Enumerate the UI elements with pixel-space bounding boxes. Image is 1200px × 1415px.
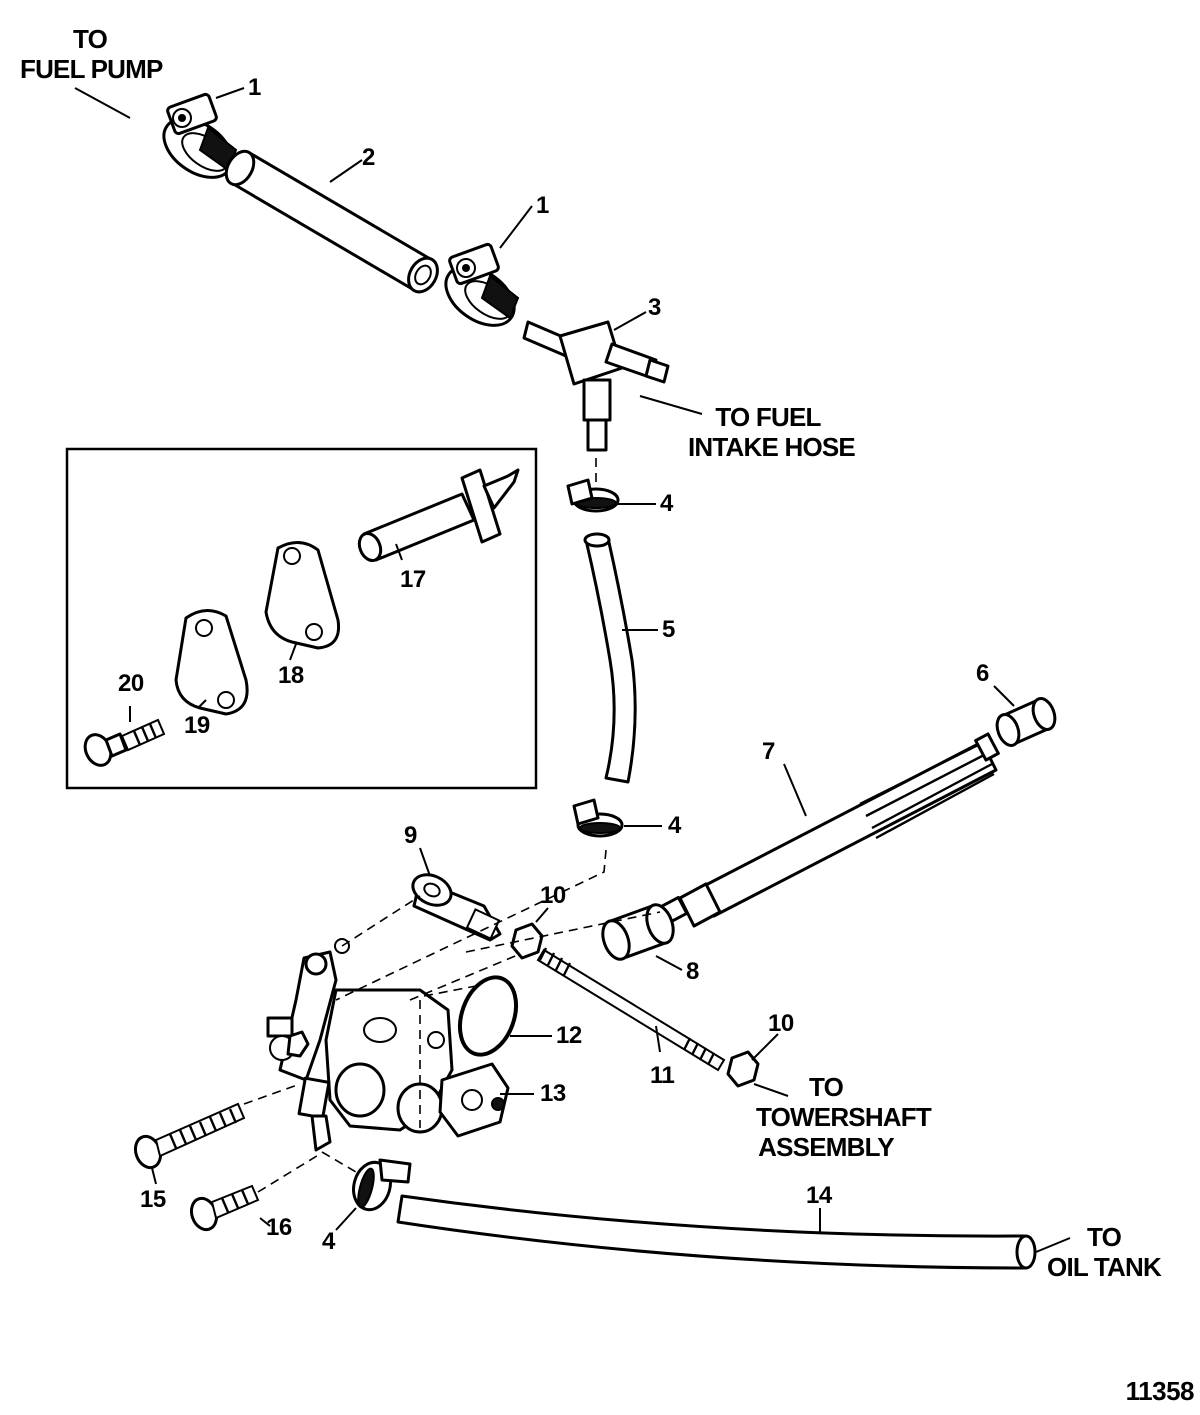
callout-17: 17: [400, 566, 426, 593]
callout-3: 3: [648, 294, 661, 321]
callout-9: 9: [404, 822, 417, 849]
inset-box: [65, 447, 538, 790]
hose-clamp-1-lower: [444, 242, 520, 327]
callout-20: 20: [118, 670, 144, 697]
assembly-lines: [243, 458, 661, 1193]
callout-4-lower: 4: [322, 1228, 335, 1255]
cover-plate-19: [174, 609, 249, 716]
callout-4-upper: 4: [660, 490, 673, 517]
callout-10-upper: 10: [540, 882, 566, 909]
stud-11: [536, 947, 726, 1072]
callout-18: 18: [278, 662, 304, 689]
bushing-6: [995, 697, 1057, 747]
callout-16: 16: [266, 1214, 292, 1241]
note-to-oil-tank: TO OIL TANK: [1046, 1222, 1162, 1282]
callout-13: 13: [540, 1080, 566, 1107]
note-line: OIL TANK: [1047, 1252, 1162, 1282]
callout-1-lower: 1: [536, 192, 549, 219]
note-line: INTAKE HOSE: [688, 432, 856, 462]
hose-clamp-1-upper: [162, 92, 238, 179]
note-line: TO: [808, 1072, 844, 1102]
figure-number: 11358: [1125, 1376, 1195, 1406]
note-line: TO FUEL: [715, 402, 821, 432]
note-to-towershaft-assembly: TO TOWERSHAFT ASSEMBLY: [756, 1072, 932, 1162]
callout-14: 14: [806, 1182, 832, 1209]
callout-8: 8: [686, 958, 699, 985]
note-line: TO: [1086, 1222, 1122, 1252]
note-line: TO: [72, 24, 108, 54]
bushing-8: [601, 903, 675, 961]
note-line: ASSEMBLY: [758, 1132, 894, 1162]
oil-hose-14: [396, 1194, 1037, 1270]
screw-16: [189, 1184, 260, 1232]
hose-clamp-4-upper: [566, 478, 620, 513]
leader-lines: [74, 87, 1071, 1253]
callout-4-middle: 4: [668, 812, 681, 839]
callout-5: 5: [662, 616, 675, 643]
callout-2: 2: [362, 144, 375, 171]
note-line: TOWERSHAFT: [756, 1102, 932, 1132]
screw-15: [133, 1102, 246, 1170]
nut-10-lower: [726, 1050, 760, 1088]
shaft-17: [357, 468, 520, 563]
callout-12: 12: [556, 1022, 582, 1049]
hose-clamp-4-lower: [352, 1158, 412, 1212]
callout-7: 7: [762, 738, 775, 765]
callout-10-lower: 10: [768, 1010, 794, 1037]
gasket-18: [264, 541, 341, 650]
hose-clamp-4-middle: [572, 798, 624, 838]
linkage-9: [411, 873, 502, 942]
tee-fitting-3: [522, 320, 670, 452]
o-ring-12: [457, 975, 519, 1057]
note-to-fuel-intake-hose: TO FUEL INTAKE HOSE: [688, 402, 856, 462]
fuel-hose-2: [224, 149, 439, 294]
screw-20: [83, 718, 166, 767]
fuel-hose-5: [583, 532, 637, 784]
oil-pump-body: [266, 938, 510, 1152]
note-to-fuel-pump: TO FUEL PUMP: [20, 24, 163, 84]
drive-shaft-7: [655, 732, 1000, 928]
callout-6: 6: [976, 660, 989, 687]
nut-10-upper: [510, 922, 544, 960]
note-line: FUEL PUMP: [20, 54, 163, 84]
callout-11: 11: [650, 1062, 675, 1089]
callout-19: 19: [184, 712, 210, 739]
callout-1-upper: 1: [248, 74, 261, 101]
callout-15: 15: [140, 1186, 166, 1213]
